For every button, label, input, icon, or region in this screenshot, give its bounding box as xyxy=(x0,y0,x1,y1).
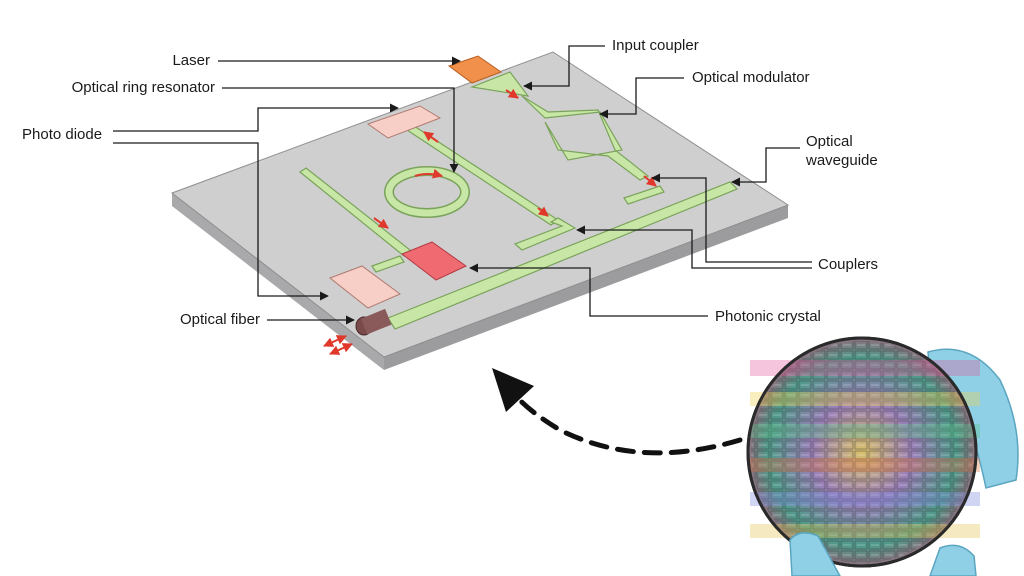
chip-substrate-top xyxy=(170,51,790,358)
optical-fiber-body xyxy=(361,308,392,335)
leader-input-coupler xyxy=(523,45,605,91)
diode-link-waveguide xyxy=(371,255,405,273)
label-optical-waveguide-line2: waveguide xyxy=(806,152,878,169)
left-waveguide xyxy=(298,167,411,257)
photonic-crystal-block xyxy=(400,241,467,281)
chip-substrate-side-left xyxy=(172,193,384,370)
leader-couplers-right xyxy=(651,173,812,263)
label-photonic-crystal: Photonic crystal xyxy=(715,308,821,325)
red-arrow-icon xyxy=(423,131,439,143)
red-arrow-icon xyxy=(643,175,657,187)
chip-components xyxy=(298,55,739,336)
leader-photonic-crystal xyxy=(469,263,708,317)
dashed-curve-head xyxy=(492,368,534,412)
wafer-color-bands xyxy=(750,360,980,538)
glove-bottom xyxy=(789,532,841,576)
red-arrow-icon xyxy=(505,88,519,99)
label-optical-fiber: Optical fiber xyxy=(179,311,260,328)
wafer-dies xyxy=(751,341,973,563)
leader-optical-modulator xyxy=(599,77,684,119)
right-coupler xyxy=(623,185,665,205)
red-arrow-icon xyxy=(323,335,347,347)
leader-optical-waveguide xyxy=(731,147,800,187)
photo-diode-lower xyxy=(328,265,401,309)
label-ring-resonator: Optical ring resonator xyxy=(71,79,215,96)
laser-block xyxy=(447,55,503,84)
bus-waveguide xyxy=(387,181,739,330)
leader-photo-diode-upper xyxy=(113,103,399,132)
label-input-coupler: Input coupler xyxy=(612,37,699,54)
photo-diode-upper xyxy=(366,105,442,139)
red-arrow-icon xyxy=(329,343,353,355)
leader-photo-diode-lower xyxy=(113,142,329,301)
chip-substrate xyxy=(170,51,790,370)
glove-bottom-right xyxy=(929,544,977,576)
label-photo-diode: Photo diode xyxy=(22,126,103,143)
red-arrow-icon xyxy=(414,168,443,179)
label-optical-waveguide-line1: Optical xyxy=(806,133,853,150)
wafer-rim xyxy=(746,336,978,568)
label-optical-modulator: Optical modulator xyxy=(692,69,810,86)
signal-arrows xyxy=(323,88,657,355)
leader-couplers-middle xyxy=(576,225,812,269)
leader-ring-resonator xyxy=(222,87,459,173)
red-arrow-icon xyxy=(537,206,549,217)
chip-substrate-side-right xyxy=(384,205,788,370)
label-couplers: Couplers xyxy=(818,256,879,273)
dashed-curved-arrow-icon xyxy=(492,368,743,456)
leader-lines xyxy=(113,45,812,325)
label-laser: Laser xyxy=(172,52,210,69)
silicon-wafer-photo xyxy=(746,336,1019,576)
ring-resonator-inner xyxy=(385,167,469,217)
dashed-curve xyxy=(513,393,743,456)
middle-coupler xyxy=(513,217,577,251)
red-arrow-icon xyxy=(373,217,389,229)
